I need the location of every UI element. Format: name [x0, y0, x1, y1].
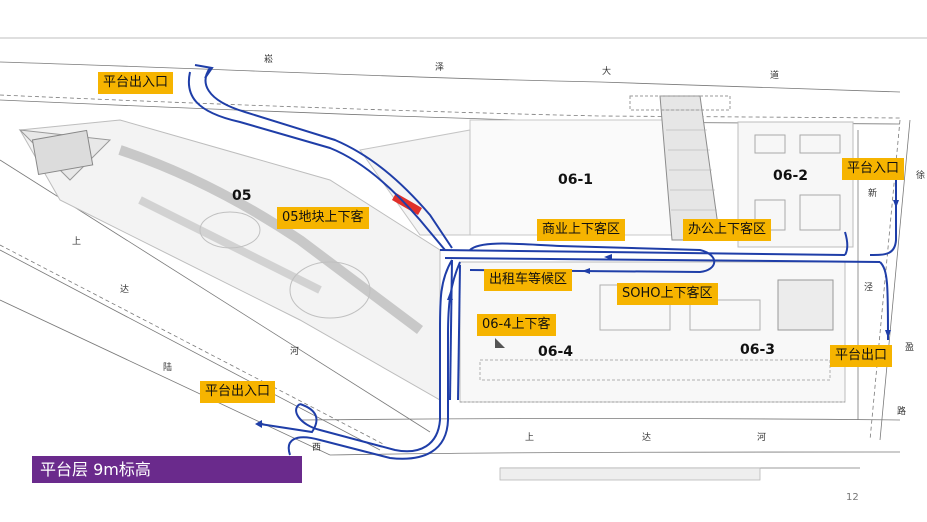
zone-05: 05: [232, 188, 252, 204]
road-char: 路: [897, 407, 907, 417]
road-char: 泽: [435, 63, 445, 73]
label-taxi-waiting: 出租车等候区: [484, 269, 573, 291]
road-char: 西: [312, 443, 322, 453]
road-char: 新: [868, 189, 878, 199]
label-platform-entry-right: 平台入口: [842, 158, 905, 180]
label-block064-dropoff: 06-4上下客: [477, 314, 556, 336]
bottom-road: [299, 418, 901, 481]
zone-06-4: 06-4: [538, 344, 574, 360]
label-platform-entry-exit-bottom: 平台出入口: [200, 381, 276, 403]
road-char: 盈: [905, 343, 915, 353]
road-char: 达: [120, 285, 130, 295]
road-char: 上: [525, 433, 535, 443]
zone-06-1: 06-1: [558, 172, 594, 188]
road-char: 崧: [264, 55, 274, 65]
block-05-area: [18, 119, 441, 401]
label-soho-dropoff: SOHO上下客区: [617, 283, 718, 305]
page-number: 12: [846, 492, 859, 503]
zone-06-2: 06-2: [773, 168, 809, 184]
label-commercial-dropoff: 商业上下客区: [537, 219, 626, 241]
road-char: 上: [72, 237, 82, 247]
road-char: 道: [770, 71, 780, 81]
label-platform-entry-exit-top: 平台出入口: [98, 72, 174, 94]
block-06-1-area: [359, 95, 731, 241]
road-char: 河: [290, 347, 300, 357]
road-char: 泾: [864, 283, 874, 293]
road-char: 大: [602, 67, 612, 77]
label-platform-exit: 平台出口: [830, 345, 893, 367]
label-block05-dropoff: 05地块上下客: [277, 207, 369, 229]
road-char: 陆: [163, 363, 173, 373]
road-char: 河: [757, 433, 767, 443]
route-arrows: [255, 200, 899, 428]
traffic-routes: [187, 64, 897, 460]
road-char: 徐: [916, 171, 926, 181]
level-caption: 平台层 9m标高: [32, 456, 302, 483]
road-char: 达: [642, 433, 652, 443]
label-office-dropoff: 办公上下客区: [683, 219, 772, 241]
zone-06-3: 06-3: [740, 342, 776, 358]
